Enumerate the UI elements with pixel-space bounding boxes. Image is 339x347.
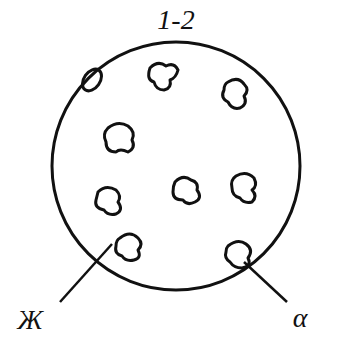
leader-lines xyxy=(60,244,287,302)
phase-label: α xyxy=(293,304,308,332)
field-circle xyxy=(52,42,300,290)
figure-number: 1-2 xyxy=(157,6,194,34)
phase-label: Ж xyxy=(17,306,43,334)
phase-grains xyxy=(79,63,256,268)
